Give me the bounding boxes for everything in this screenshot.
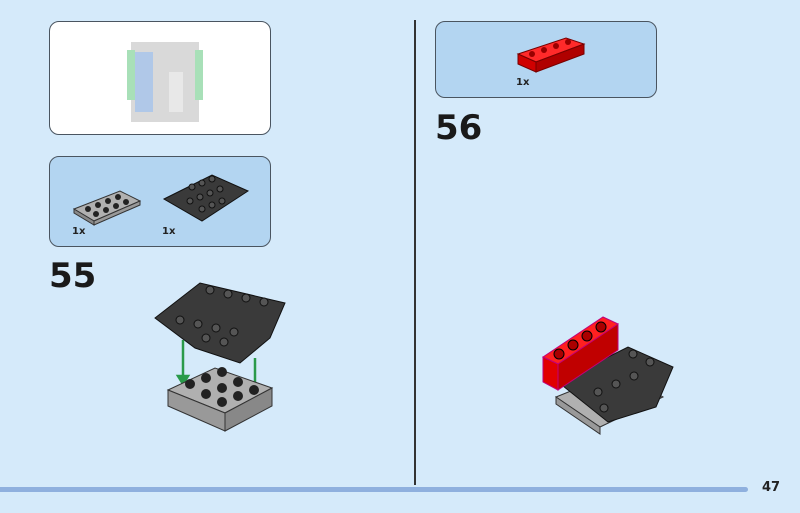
page-number: 47 <box>762 480 781 495</box>
parts-list-step-56: 1x <box>435 21 657 98</box>
step-56-assembly <box>541 316 674 435</box>
part-quantity: 1x <box>516 77 530 88</box>
dark-slope-part <box>162 174 250 222</box>
grey-plate-part <box>72 190 142 226</box>
step-number: 55 <box>49 256 97 296</box>
sub-model-image <box>127 42 203 122</box>
step-55-assembly <box>154 282 286 432</box>
part-quantity: 1x <box>162 226 176 237</box>
part-quantity: 1x <box>72 226 86 237</box>
step-number: 56 <box>435 108 483 148</box>
parts-list-step-55: 1x 1x <box>49 156 271 247</box>
progress-bar <box>0 487 748 492</box>
column-divider <box>414 20 416 485</box>
red-brick-part <box>516 37 586 73</box>
sub-model-callout <box>49 21 271 135</box>
